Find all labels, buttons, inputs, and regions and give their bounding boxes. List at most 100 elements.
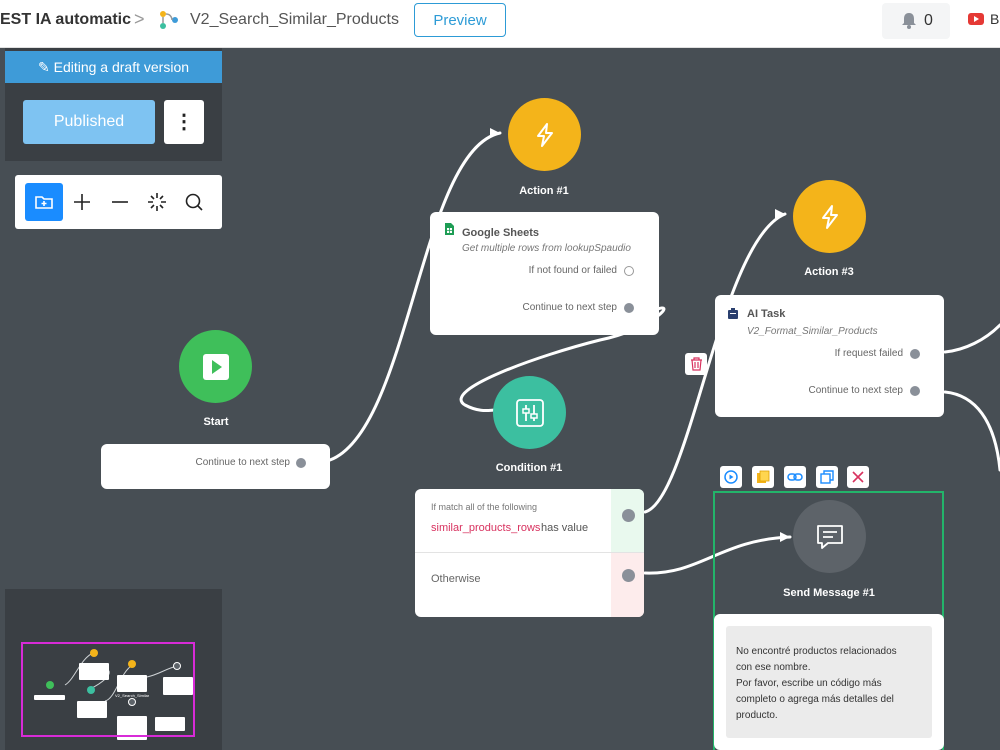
action3-subtitle: V2_Format_Similar_Products [747,326,878,337]
message-line: Por favor, escribe un código más [736,678,882,689]
message-line: No encontré productos relacionados [736,646,897,657]
add-folder-tool[interactable] [25,183,63,221]
condition-rule-operator: has value [541,522,589,534]
action3-node[interactable] [793,180,866,253]
action3-next-label: Continue to next step [808,385,903,396]
minimap-viewport[interactable] [21,642,195,737]
sticky-note-icon [757,470,770,483]
start-node[interactable] [179,330,252,403]
send-message1-card[interactable]: No encontré productos relacionados con e… [714,614,944,750]
minimap-action3-dot [128,660,136,668]
send-message1-node[interactable] [793,500,866,573]
ai-task-icon [728,308,738,319]
more-options-button[interactable]: ⋮ [164,100,204,144]
condition-rule-header: If match all of the following [431,502,538,512]
action3-fail-port[interactable] [910,349,920,359]
message-line: completo o agrega más detalles del [736,694,894,705]
start-port[interactable] [296,458,306,468]
notifications-count: 0 [924,12,933,29]
lightning-icon [821,204,838,229]
message-line: producto. [736,710,778,721]
condition-divider [415,552,644,553]
play-circle-icon [724,470,738,484]
preview-button[interactable]: Preview [414,3,506,37]
action1-subtitle: Get multiple rows from lookupSpaudio [462,243,631,254]
breadcrumb-flow-name[interactable]: V2_Search_Similar_Products [190,11,399,28]
plus-icon [74,194,90,210]
condition1-card[interactable]: If match all of the following similar_pr… [415,489,644,617]
published-button[interactable]: Published [23,100,155,144]
action1-node[interactable] [508,98,581,171]
action1-next-label: Continue to next step [522,302,617,313]
action1-next-port[interactable] [624,303,634,313]
notifications-button[interactable]: 0 [882,3,950,39]
start-port-label: Continue to next step [195,457,290,468]
message-icon [816,524,843,549]
minimap-condition-card [77,701,107,718]
minimap[interactable]: V2_Search_Similar [5,589,222,750]
condition-otherwise-label: Otherwise [431,573,481,585]
close-node-button[interactable] [847,466,869,488]
copy-icon [820,470,834,484]
minimap-action1-dot [90,649,98,657]
message-line: con ese nombre. [736,662,811,673]
trash-icon [690,357,702,371]
condition1-node[interactable] [493,376,566,449]
minimap-action1-card [79,663,109,680]
youtube-icon[interactable] [968,13,984,25]
zoom-in-tool[interactable] [63,183,101,221]
action3-card[interactable]: AI Task V2_Format_Similar_Products If re… [715,295,944,417]
zoom-out-tool[interactable] [101,183,139,221]
minimap-node-card [155,717,185,731]
message-bubble: No encontré productos relacionados con e… [726,626,932,738]
auto-arrange-tool[interactable] [138,183,176,221]
edge-action3-fail-out [943,323,1000,354]
action3-label: Action #3 [804,266,854,278]
note-node-button[interactable] [752,466,774,488]
action1-card[interactable]: Google Sheets Get multiple rows from loo… [430,212,659,335]
action3-fail-label: If request failed [834,348,903,359]
minimap-action3-card [117,675,147,692]
edit-icon: ✎ [37,59,54,75]
edge-condition1-to-action3 [643,212,787,514]
draft-banner: ✎ Editing a draft version [5,51,222,83]
condition-otherwise-port[interactable] [622,569,635,582]
minimap-start-card [34,695,65,700]
minimap-node-card [163,677,193,695]
send-message1-label: Send Message #1 [783,587,875,599]
start-card[interactable]: Continue to next step [101,444,330,489]
action3-title: AI Task [747,308,786,320]
flow-icon [160,11,178,29]
edge-action3-next-out [943,390,1000,472]
action1-label: Action #1 [519,185,569,197]
condition-otherwise-stripe [611,553,644,617]
search-tool[interactable] [175,183,213,221]
condition-rule-variable: similar_products_rows [431,522,541,534]
start-label: Start [203,416,229,428]
condition-match-port[interactable] [622,509,635,522]
close-icon [852,471,864,483]
edge-start-to-action1 [328,131,502,462]
condition1-label: Condition #1 [495,462,563,474]
edge-condition1-to-send-message [643,535,792,575]
minimap-flow-label: V2_Search_Similar [115,693,149,698]
link-icon [787,473,803,481]
bell-icon [902,13,916,29]
header-trailing-text[interactable]: B [990,11,1000,27]
minimap-message-dot [128,698,136,706]
action1-fail-port[interactable] [624,266,634,276]
top-bar: EST IA automatic > V2_Search_Similar_Pro… [0,0,1000,48]
minimap-node-dot [173,662,181,670]
breadcrumb-app-name[interactable]: EST IA automatic [0,11,131,28]
link-node-button[interactable] [784,466,806,488]
run-node-button[interactable] [720,466,742,488]
delete-node-button[interactable] [685,353,707,375]
action3-next-port[interactable] [910,386,920,396]
version-panel: ✎ Editing a draft version Published ⋮ [5,48,222,161]
draft-banner-text: Editing a draft version [53,59,190,75]
action1-title: Google Sheets [462,227,540,239]
sparkle-icon [148,193,166,211]
minimap-condition-dot [87,686,95,694]
minimap-start-dot [46,681,54,689]
duplicate-node-button[interactable] [816,466,838,488]
